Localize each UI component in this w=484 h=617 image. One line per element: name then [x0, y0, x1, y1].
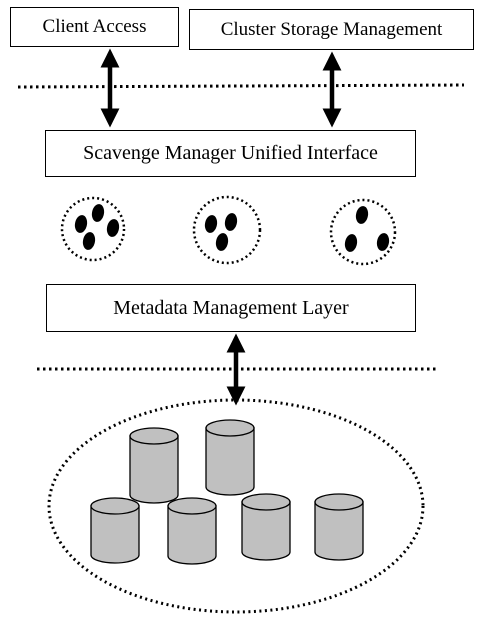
node-dot [106, 219, 120, 237]
cluster-storage-management-label: Cluster Storage Management [220, 18, 443, 40]
node-cluster-icon [60, 196, 126, 262]
node-dot [215, 233, 229, 251]
scavenge-manager-interface-label: Scavenge Manager Unified Interface [83, 142, 378, 164]
node-dot [82, 232, 96, 250]
node-dot [355, 206, 369, 224]
database-cylinder-icon [129, 427, 179, 504]
database-cylinder-icon [241, 493, 291, 561]
scavenge-manager-interface-box: Scavenge Manager Unified Interface [45, 130, 416, 177]
client-access-box: Client Access [10, 7, 179, 47]
node-cluster-icon [192, 195, 262, 265]
top-separator-line [17, 83, 465, 89]
node-cluster-icon [329, 198, 397, 266]
storage-pool-ellipse [47, 398, 425, 614]
node-dot [344, 234, 358, 252]
node-dot [74, 215, 88, 233]
database-cylinder-icon [205, 419, 255, 496]
node-dot [376, 233, 390, 251]
client-access-label: Client Access [42, 16, 147, 37]
metadata-management-layer-label: Metadata Management Layer [113, 296, 349, 319]
database-cylinder-icon [167, 497, 217, 565]
metadata-management-layer-box: Metadata Management Layer [46, 284, 416, 332]
node-dot [91, 204, 105, 222]
database-cylinder-icon [90, 497, 140, 564]
database-cylinder-icon [314, 493, 364, 561]
node-dot [204, 215, 218, 233]
cluster-storage-management-box: Cluster Storage Management [189, 9, 474, 50]
node-dot [224, 213, 238, 231]
